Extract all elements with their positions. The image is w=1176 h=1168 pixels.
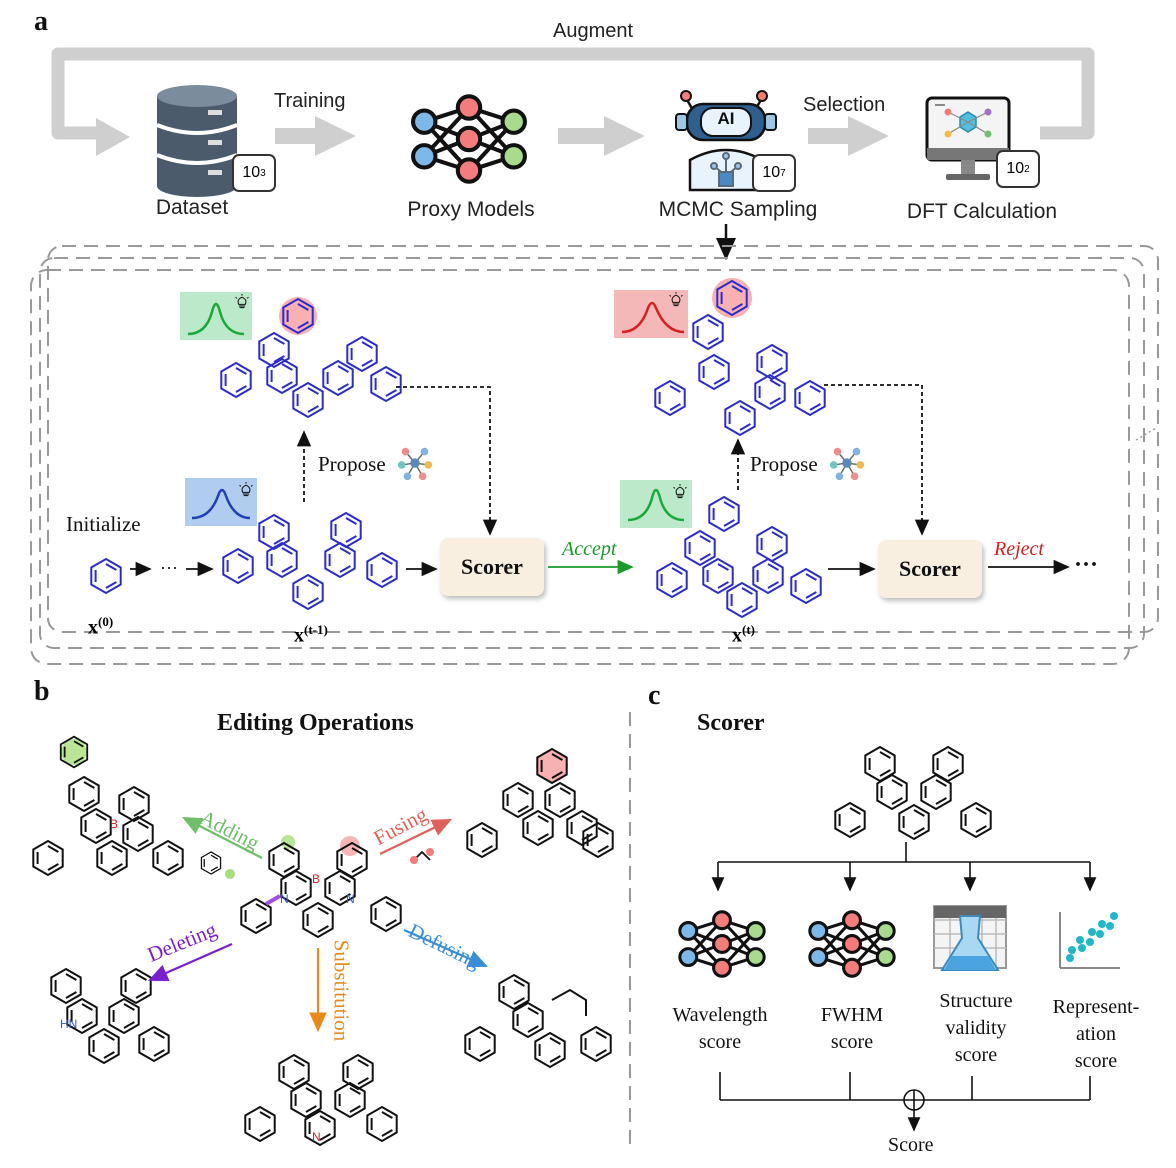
augment-loop-arrow [51, 47, 1095, 140]
molecule-substitution [244, 1054, 398, 1146]
atom-n-center-left: N [280, 892, 289, 906]
dashed-frames [30, 245, 1159, 665]
monitor-icon [925, 96, 1011, 180]
atom-b-center: B [312, 872, 321, 886]
sum-icon [903, 1089, 925, 1111]
molecule-deleting [50, 968, 170, 1064]
atom-b-adding: B [110, 817, 119, 831]
panel-c-label: c [648, 680, 661, 711]
molecule-proposed-2 [654, 278, 826, 436]
xt1-label: x(t-1) [294, 622, 328, 647]
fwhm-model-icon [808, 910, 896, 978]
atom-n-center-right: N [346, 892, 355, 906]
propose-icon-2 [829, 447, 865, 481]
molecule-adding [32, 735, 184, 876]
database-icon [156, 85, 238, 197]
substitution-label: Substitution [329, 939, 354, 1042]
molecule-xt1 [222, 512, 398, 610]
stage-mcmc-label: MCMC Sampling [658, 198, 818, 221]
propose-label-2: Propose [750, 452, 818, 476]
scorer-box-2: Scorer [878, 540, 982, 598]
ellipsis-mid: ··· [160, 558, 178, 578]
stage-proxy-models-label: Proxy Models [407, 198, 535, 221]
initialize-label: Initialize [66, 512, 141, 536]
xt-label: x(t) [732, 622, 755, 647]
scorer-title: Scorer [697, 710, 765, 736]
molecule-fusing [466, 748, 614, 858]
stack-dots [1135, 427, 1157, 441]
stage-dataset-label: Dataset [155, 196, 229, 219]
molecule-defusing [464, 974, 612, 1068]
augment-label: Augment [553, 20, 634, 42]
molecule-proposed-1 [220, 297, 402, 418]
x0-label: x(0) [88, 614, 114, 639]
gaussian-patch-blue [185, 478, 257, 526]
deleting-bond-highlight [265, 894, 281, 906]
robot-ai-text: AI [717, 109, 735, 128]
scatter-plot-icon [1059, 912, 1120, 969]
panel-b-label: b [34, 676, 50, 707]
propose-icon-1 [397, 447, 433, 481]
scorer-box-1: Scorer [440, 538, 544, 596]
panel-a-label: a [34, 6, 48, 37]
accept-label: Accept [562, 538, 617, 560]
gaussian-patch-red [614, 290, 688, 338]
gaussian-patch-green-2 [620, 480, 692, 528]
wavelength-model-icon [678, 910, 766, 978]
training-label: Training [274, 90, 346, 112]
neural-network-icon [413, 96, 525, 181]
augment-arrowhead [96, 118, 130, 156]
scorer-molecule [834, 746, 992, 840]
flow-arrows [275, 116, 889, 156]
center-molecule [240, 835, 402, 938]
reject-label: Reject [994, 538, 1044, 560]
flask-grid-icon [933, 905, 1007, 971]
ellipsis-end: ··· [1074, 552, 1099, 578]
editing-operations-title: Editing Operations [217, 710, 414, 736]
selection-label: Selection [803, 94, 886, 116]
molecule-x0 [90, 558, 122, 594]
stage-dft-label: DFT Calculation [906, 200, 1058, 223]
atom-hn-deleting: HN [60, 1017, 78, 1031]
atom-n-substitution: N [312, 1130, 321, 1144]
final-score-label: Score [888, 1134, 934, 1156]
adding-fragment-icon [200, 851, 235, 879]
gaussian-patch-green-1 [180, 292, 252, 340]
propose-label-1: Propose [318, 452, 386, 476]
